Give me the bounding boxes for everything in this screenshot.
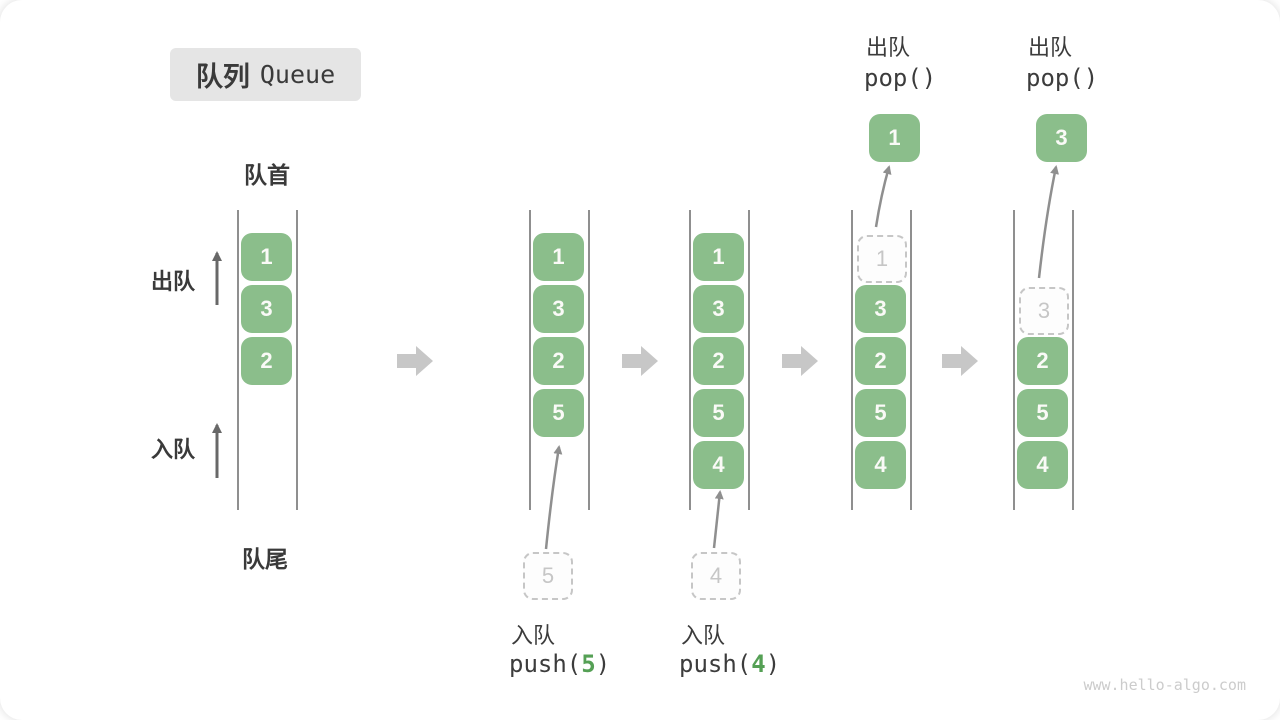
queue-wall xyxy=(851,210,853,510)
op-dequeue-fn: pop() xyxy=(864,64,937,92)
op-enqueue-label: 入队 xyxy=(681,623,726,648)
queue-cell: 5 xyxy=(533,389,584,437)
queue-wall xyxy=(296,210,298,510)
queue-wall xyxy=(1013,210,1015,510)
ghost-cell: 1 xyxy=(857,235,907,283)
queue-wall xyxy=(910,210,912,510)
op-dequeue-fn: pop() xyxy=(1026,64,1099,92)
op-enqueue-fn: push(4) xyxy=(679,650,780,678)
queue-wall xyxy=(748,210,750,510)
fn-arg: 5 xyxy=(581,650,596,678)
queue-cell: 3 xyxy=(241,285,292,333)
op-dequeue-label: 出队 xyxy=(866,35,911,60)
fn-post: ) xyxy=(595,650,611,678)
queue-cell: 5 xyxy=(855,389,906,437)
queue-cell: 5 xyxy=(1017,389,1068,437)
queue-cell: 2 xyxy=(241,337,292,385)
title-en: Queue xyxy=(259,60,336,89)
title-zh: 队列 xyxy=(195,62,250,92)
queue-cell: 4 xyxy=(855,441,906,489)
fn-pre: push( xyxy=(509,650,582,678)
queue-cell: 4 xyxy=(693,441,744,489)
fn-pre: push( xyxy=(679,650,752,678)
queue-wall xyxy=(1072,210,1074,510)
label-dequeue-side: 出队 xyxy=(151,269,196,294)
state-transition-arrow-icon xyxy=(782,346,818,376)
state-transition-arrow-icon xyxy=(622,346,658,376)
queue-cell: 3 xyxy=(533,285,584,333)
label-enqueue-side: 入队 xyxy=(151,437,196,462)
queue-wall xyxy=(529,210,531,510)
queue-cell: 2 xyxy=(855,337,906,385)
fn-post: ) xyxy=(765,650,781,678)
popped-cell: 1 xyxy=(869,114,920,162)
queue-wall xyxy=(689,210,691,510)
queue-cell: 3 xyxy=(855,285,906,333)
ghost-cell: 3 xyxy=(1019,287,1069,335)
pending-cell: 5 xyxy=(523,552,573,600)
queue-cell: 1 xyxy=(693,233,744,281)
op-enqueue-label: 入队 xyxy=(511,623,556,648)
queue-cell: 1 xyxy=(241,233,292,281)
state-transition-arrow-icon xyxy=(942,346,978,376)
queue-cell: 2 xyxy=(693,337,744,385)
op-dequeue-label: 出队 xyxy=(1028,35,1073,60)
push-arrow-icon xyxy=(712,490,724,549)
queue-cell: 3 xyxy=(693,285,744,333)
watermark: www.hello-algo.com xyxy=(1083,676,1246,694)
queue-cell: 4 xyxy=(1017,441,1068,489)
state-transition-arrow-icon xyxy=(397,346,433,376)
pop-arrow-icon xyxy=(1037,165,1059,279)
pending-cell: 4 xyxy=(691,552,741,600)
label-queue-rear: 队尾 xyxy=(242,546,288,572)
push-arrow-icon xyxy=(544,445,563,550)
queue-wall xyxy=(588,210,590,510)
popped-cell: 3 xyxy=(1036,114,1087,162)
queue-wall xyxy=(237,210,239,510)
queue-cell: 5 xyxy=(693,389,744,437)
queue-cell: 1 xyxy=(533,233,584,281)
queue-cell: 2 xyxy=(1017,337,1068,385)
op-enqueue-fn: push(5) xyxy=(509,650,610,678)
title-box: 队列 Queue xyxy=(170,48,361,101)
fn-arg: 4 xyxy=(751,650,766,678)
label-queue-front: 队首 xyxy=(244,162,290,188)
pop-arrow-icon xyxy=(874,165,892,228)
queue-cell: 2 xyxy=(533,337,584,385)
